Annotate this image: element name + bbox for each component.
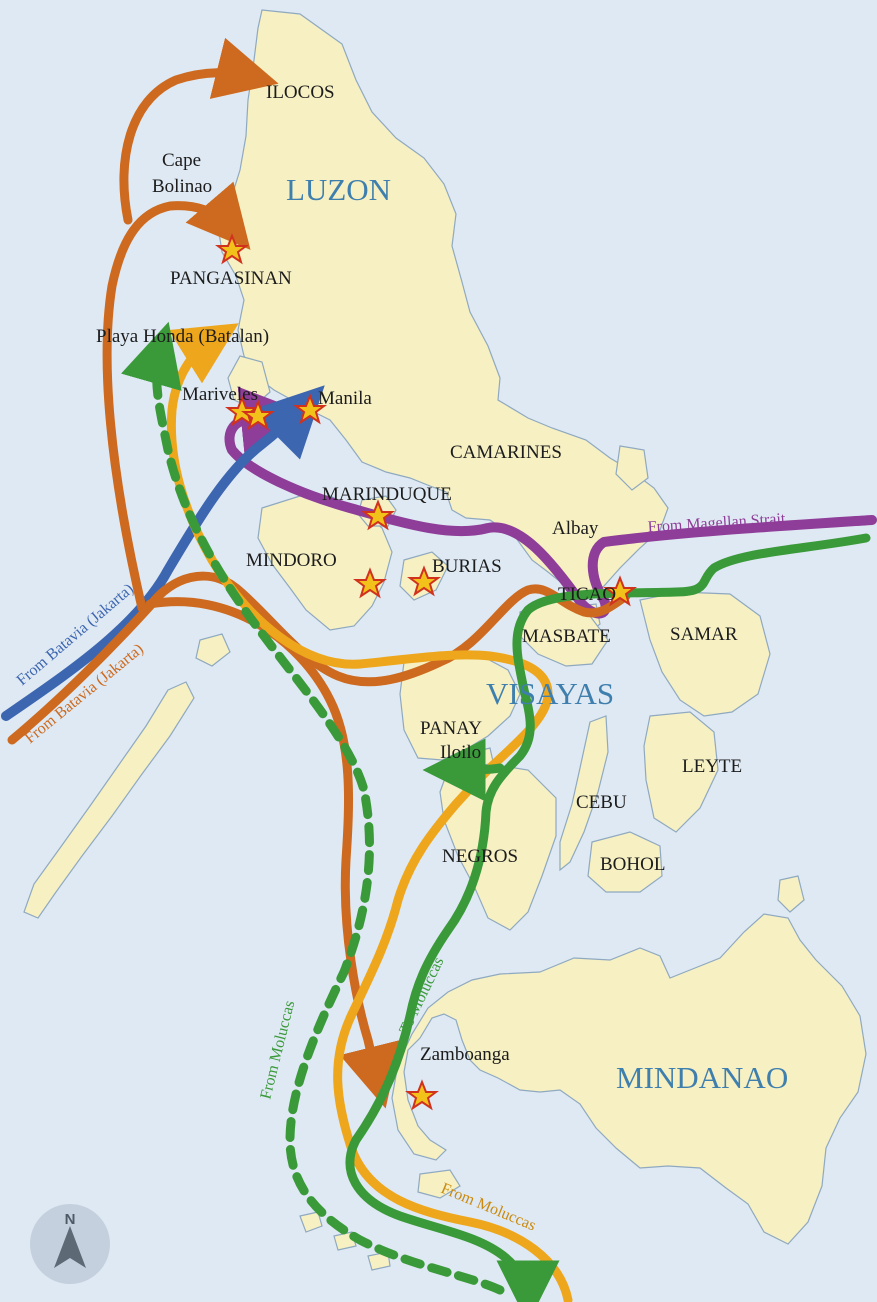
- route-yellow-west: [166, 323, 553, 771]
- battle-markers: [215, 233, 637, 1111]
- battle-star-icon: [407, 565, 441, 597]
- mindanao-island: [391, 913, 867, 1245]
- label-bolinao: Bolinao: [152, 176, 212, 197]
- label-playa-honda: Playa Honda (Batalan): [96, 326, 269, 347]
- cebu-island: [559, 715, 609, 872]
- palawan-island: [23, 681, 195, 919]
- battle-star-icon: [603, 575, 637, 607]
- label-ilocos: ILOCOS: [266, 82, 335, 103]
- route-green-panay: [422, 738, 505, 802]
- compass: N: [30, 1204, 110, 1284]
- region-mindanao: MINDANAO: [616, 1060, 788, 1095]
- basilan-island: [417, 1169, 461, 1199]
- label-panay: PANAY: [420, 718, 482, 739]
- label-masbate: MASBATE: [522, 626, 611, 647]
- label-cape: Cape: [162, 150, 201, 171]
- battle-star-icon: [215, 233, 249, 265]
- label-bohol: BOHOL: [600, 854, 665, 875]
- label-samar: SAMAR: [670, 624, 738, 645]
- route-yellow-moluccas: [333, 761, 573, 1302]
- label-marinduque: MARINDUQUE: [322, 484, 452, 505]
- label-iloilo: Iloilo: [440, 742, 481, 763]
- label-negros: NEGROS: [442, 846, 518, 867]
- dinagat-island: [777, 875, 805, 913]
- region-visayas: VISAYAS: [486, 676, 614, 711]
- label-camarines: CAMARINES: [450, 442, 562, 463]
- bohol-island: [587, 831, 663, 893]
- label-mindoro: MINDORO: [246, 550, 337, 571]
- landmasses: [23, 9, 867, 1271]
- route-green-to-moluccas: [345, 533, 871, 1302]
- battle-star-icon: [405, 1079, 439, 1111]
- battle-star-icon: [293, 393, 327, 425]
- negros-island: [439, 763, 557, 931]
- label-manila: Manila: [318, 388, 372, 409]
- label-leyte: LEYTE: [682, 756, 742, 777]
- battle-star-icon: [353, 567, 387, 599]
- samar-island: [639, 591, 771, 717]
- label-burias: BURIAS: [432, 556, 502, 577]
- route-blue-batavia: [1, 385, 325, 721]
- label-pangasinan: PANGASINAN: [170, 268, 292, 289]
- calamian-islands: [195, 633, 231, 667]
- route-orange-north: [102, 181, 251, 613]
- label-cebu: CEBU: [576, 792, 627, 813]
- label-ticao: TICAO: [558, 584, 616, 605]
- leyte-island: [643, 711, 719, 833]
- battle-star-icon: [241, 399, 275, 431]
- route-orange-ilocos: [119, 37, 279, 225]
- route-purple-magellan: [224, 386, 877, 619]
- region-luzon: LUZON: [286, 172, 391, 207]
- north-arrow-icon: [54, 1226, 86, 1268]
- label-albay: Albay: [552, 518, 599, 539]
- routes: [1, 37, 877, 1302]
- battle-star-icon: [361, 499, 395, 531]
- label-mariveles: Mariveles: [182, 384, 258, 405]
- compass-north-letter: N: [65, 1211, 76, 1228]
- route-green-dashed: [121, 321, 505, 1295]
- luzon-island: [217, 9, 669, 597]
- catanduanes-island: [615, 445, 649, 491]
- label-zamboanga: Zamboanga: [420, 1044, 510, 1065]
